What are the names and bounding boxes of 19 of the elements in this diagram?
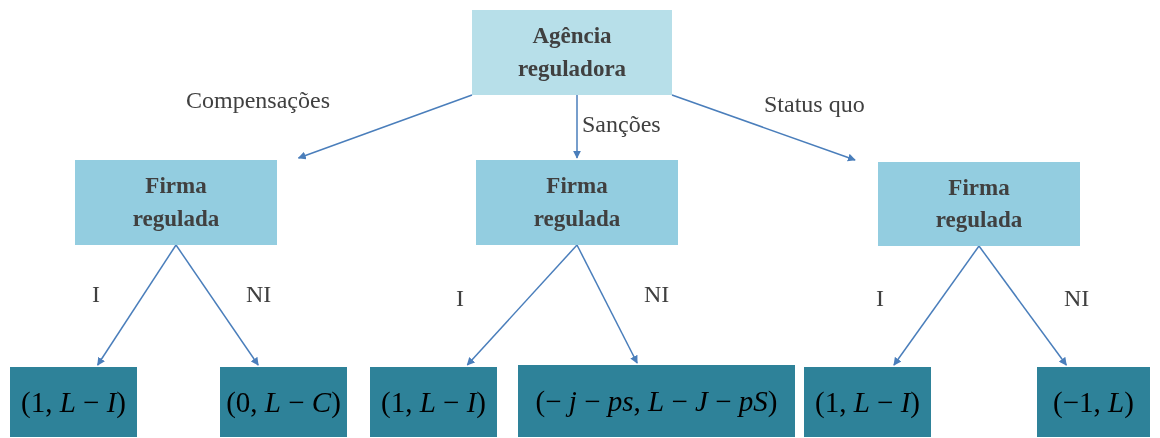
arrow [576,244,638,364]
payoff-box: (1, L − I) [10,367,137,437]
arrow [297,94,473,160]
payoff-box: (1, L − I) [804,367,931,437]
payoff-box: (−1, L) [1037,367,1150,437]
arrow [671,94,856,162]
decision-box: Firma regulada [476,160,678,245]
decision-box: Agência reguladora [472,10,672,95]
arrow [175,244,259,366]
payoff-box: (0, L − C) [220,367,347,437]
decision-box: Firma regulada [75,160,277,245]
arrow [466,244,578,366]
arrow [893,245,980,366]
arrow [96,244,177,366]
arrow [573,94,581,159]
payoff-box: (1, L − I) [370,367,497,437]
decision-box: Firma regulada [878,162,1080,246]
arrow [978,245,1068,366]
payoff-box: (− j − ps, L − J − pS) [518,365,795,437]
